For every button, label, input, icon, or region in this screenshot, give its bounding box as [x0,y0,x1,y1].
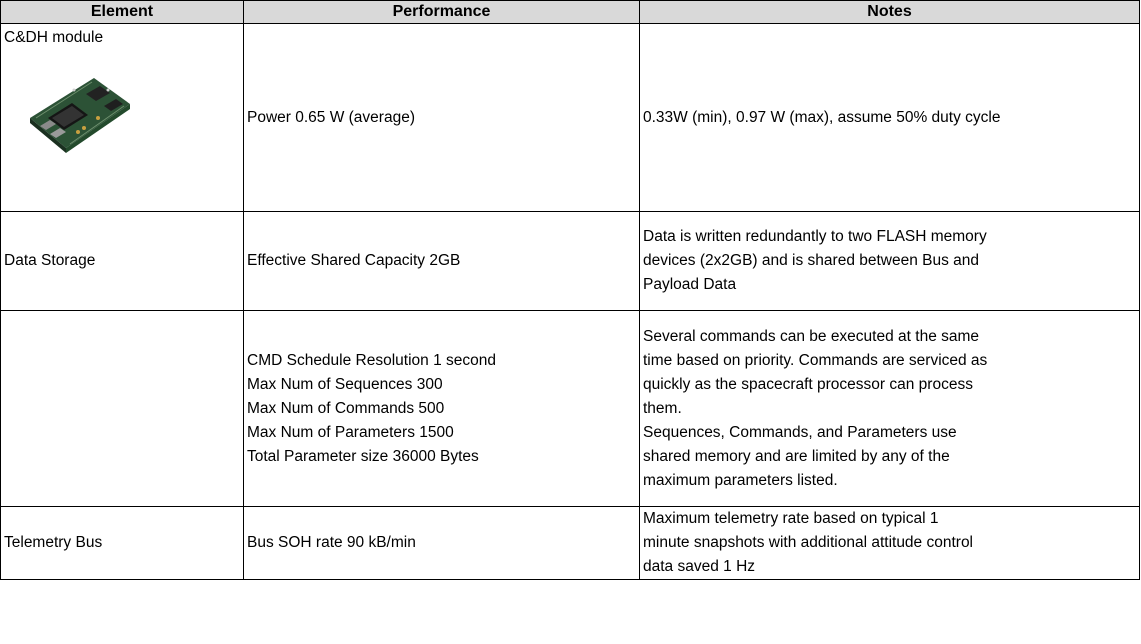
notes-line: time based on priority. Commands are ser… [643,351,988,369]
cell-notes-commanding[interactable]: Several commands can be executed at the … [639,310,1140,507]
performance-line: CMD Schedule Resolution 1 second [247,351,496,369]
performance-line: Max Num of Parameters 1500 [247,423,454,441]
specifications-table: Element Performance Notes C&DH module [0,0,1140,580]
table-row: CMD Schedule Resolution 1 second Max Num… [0,310,1140,507]
notes-line: Maximum telemetry rate based on typical … [643,510,939,527]
table-row: Data Storage Effective Shared Capacity 2… [0,211,1140,311]
notes-line: Data is written redundantly to two FLASH… [643,228,987,245]
performance-line: Effective Shared Capacity 2GB [247,252,461,269]
element-label: Telemetry Bus [4,534,103,551]
performance-line: Bus SOH rate 90 kB/min [247,534,416,551]
notes-line: maximum parameters listed. [643,471,838,489]
cell-notes-telemetry[interactable]: Maximum telemetry rate based on typical … [639,506,1140,580]
header-performance[interactable]: Performance [243,0,640,24]
cell-performance-commanding[interactable]: CMD Schedule Resolution 1 second Max Num… [243,310,640,507]
performance-line: Max Num of Commands 500 [247,399,445,417]
element-label: Data Storage [4,252,96,269]
cell-performance-storage[interactable]: Effective Shared Capacity 2GB [243,211,640,311]
notes-line: Several commands can be executed at the … [643,327,980,345]
cell-notes-cdh[interactable]: 0.33W (min), 0.97 W (max), assume 50% du… [639,23,1140,212]
table-row: C&DH module [0,23,1140,212]
notes-line: data saved 1 Hz [643,558,756,575]
notes-line: quickly as the spacecraft processor can … [643,375,973,393]
notes-line: minute snapshots with additional attitud… [643,534,974,551]
cell-element-telemetry[interactable]: Telemetry Bus [0,506,244,580]
header-row: Element Performance Notes [0,0,1140,24]
cell-element-storage[interactable]: Data Storage [0,211,244,311]
performance-line: Power 0.65 W (average) [247,108,415,126]
element-label: C&DH module [4,29,104,46]
circuit-board-module-icon [30,78,130,153]
cell-performance-cdh[interactable]: Power 0.65 W (average) [243,23,640,212]
header-element[interactable]: Element [0,0,244,24]
table-row: Telemetry Bus Bus SOH rate 90 kB/min Max… [0,506,1140,580]
notes-line: them. [643,399,682,417]
performance-line: Max Num of Sequences 300 [247,375,443,393]
cell-element-commanding[interactable] [0,310,244,507]
cell-element-cdh[interactable]: C&DH module [0,23,244,212]
performance-line: Total Parameter size 36000 Bytes [247,447,479,465]
notes-line: devices (2x2GB) and is shared between Bu… [643,252,980,269]
notes-line: Sequences, Commands, and Parameters use [643,423,957,441]
header-notes[interactable]: Notes [639,0,1140,24]
notes-line: 0.33W (min), 0.97 W (max), assume 50% du… [643,108,1001,126]
notes-line: shared memory and are limited by any of … [643,447,950,465]
cell-performance-telemetry[interactable]: Bus SOH rate 90 kB/min [243,506,640,580]
cell-notes-storage[interactable]: Data is written redundantly to two FLASH… [639,211,1140,311]
notes-line: Payload Data [643,276,737,293]
